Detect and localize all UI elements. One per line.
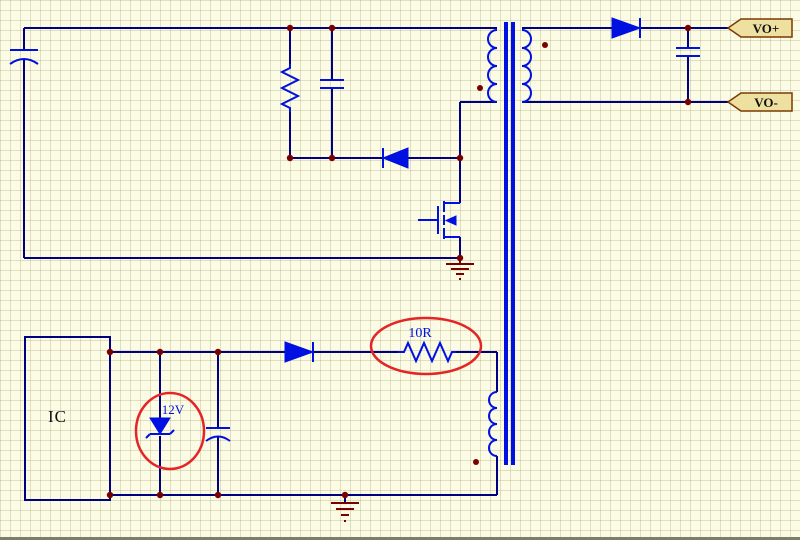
net-tag-vo-plus[interactable]: VO+ — [726, 18, 793, 38]
transformer-core-bar — [504, 22, 508, 465]
sheet-bottom-edge — [0, 537, 800, 540]
primary-polarity-dot — [477, 85, 483, 91]
auxiliary-winding[interactable] — [488, 391, 498, 457]
net-tag-vo-plus-label: VO+ — [753, 21, 780, 36]
net-tag-vo-minus-label: VO- — [754, 95, 778, 110]
wire-net[interactable] — [23, 27, 728, 503]
highlight-annotations — [134, 316, 483, 471]
auxiliary-polarity-dot — [473, 459, 479, 465]
secondary-polarity-dot — [542, 42, 548, 48]
zener-voltage-label: 12V — [162, 402, 185, 417]
aux-resistor[interactable]: 10R — [398, 326, 456, 364]
snubber-capacitor[interactable] — [320, 79, 344, 89]
highlight-ellipse-resistor — [369, 316, 483, 376]
transformer-core-bar — [511, 22, 515, 465]
net-tag-vo-minus[interactable]: VO- — [726, 92, 793, 112]
secondary-ground-symbol[interactable] — [331, 502, 359, 522]
vcc-capacitor[interactable] — [205, 427, 231, 442]
ic-label: IC — [48, 407, 67, 426]
highlight-ellipse-zener — [134, 391, 206, 471]
output-capacitor[interactable] — [676, 47, 700, 57]
zener-diode[interactable]: 12V — [145, 402, 185, 439]
transformer[interactable] — [473, 22, 548, 465]
input-capacitor[interactable] — [9, 49, 39, 65]
junction-dots — [106, 24, 692, 499]
mosfet[interactable] — [418, 201, 460, 239]
aux-resistor-label: 10R — [408, 326, 432, 341]
primary-winding[interactable] — [487, 29, 498, 103]
snubber-resistor[interactable] — [279, 64, 301, 112]
secondary-winding[interactable] — [521, 29, 532, 103]
ic-block[interactable]: IC — [24, 336, 111, 501]
output-diode[interactable] — [611, 17, 642, 39]
clamp-diode[interactable] — [381, 147, 409, 169]
aux-diode[interactable] — [284, 341, 315, 363]
